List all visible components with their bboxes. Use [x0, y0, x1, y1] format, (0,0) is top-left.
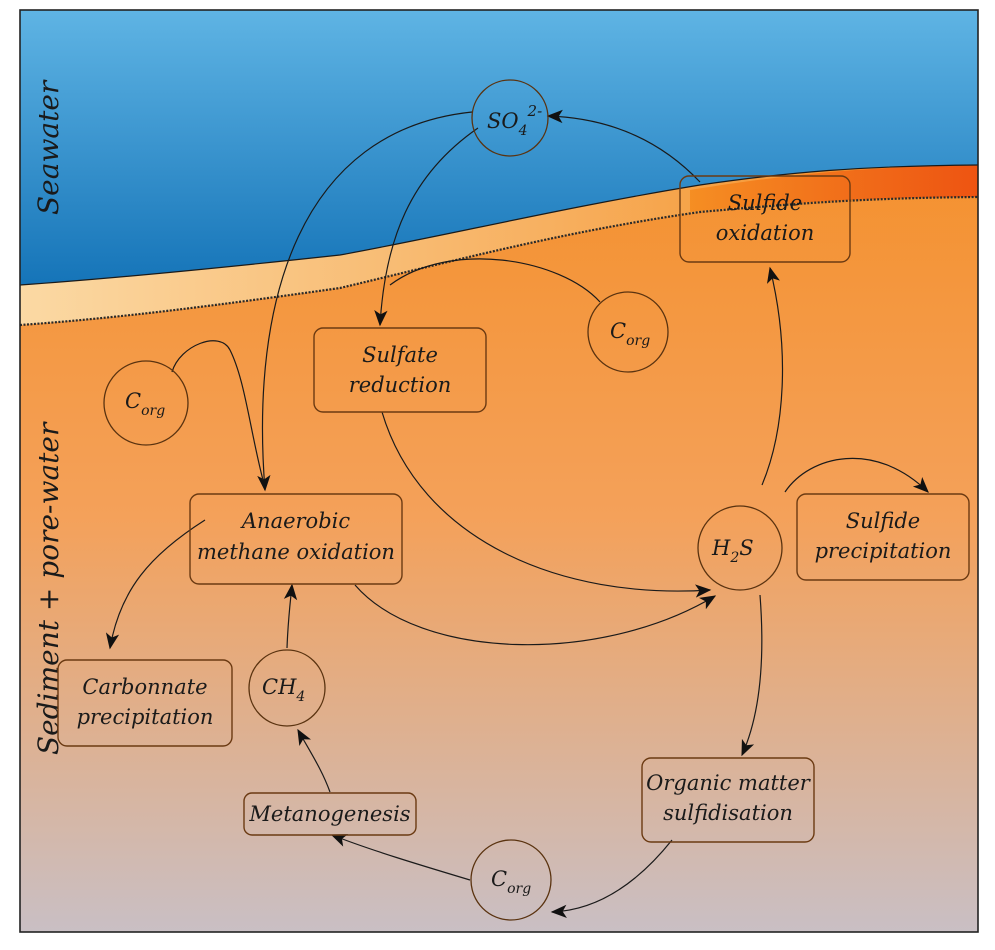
organic-matter-sulfidisation-box: Organic matter sulfidisation	[641, 757, 815, 843]
svg-text:precipitation: precipitation	[77, 705, 214, 729]
svg-text:Anaerobic: Anaerobic	[240, 509, 350, 533]
svg-text:methane oxidation: methane oxidation	[197, 540, 395, 564]
flow-arrows	[105, 109, 929, 919]
svg-text:reduction: reduction	[349, 373, 452, 397]
h2s-node: H2S	[697, 505, 783, 591]
arrow-h2s-to-sulfide-oxidation	[761, 266, 784, 486]
arrow-corg-right-to-sulfate-reduction	[389, 258, 601, 303]
sulfate-reduction-box: Sulfate reduction	[313, 327, 487, 413]
arrow-h2s-to-organic-sulfidisation	[741, 594, 763, 757]
svg-text:CH4: CH4	[262, 675, 305, 705]
sulfide-precipitation-box: Sulfide precipitation	[796, 493, 970, 581]
arrow-sulfate-reduction-to-h2s	[381, 411, 712, 598]
corg-node-upper-right: Corg	[587, 291, 669, 373]
metanogenesis-box: Metanogenesis	[243, 792, 417, 836]
svg-text:Corg: Corg	[125, 389, 165, 419]
corg-node-left: Corg	[103, 360, 189, 446]
svg-text:SO42-: SO42-	[487, 102, 542, 139]
arrow-anaerobic-oxidation-to-carbonate	[105, 519, 206, 650]
svg-text:Sulfide: Sulfide	[846, 509, 921, 533]
sediment-label: Sediment + pore-water	[32, 421, 65, 755]
sediment-boundary	[19, 195, 979, 327]
svg-text:precipitation: precipitation	[815, 539, 952, 563]
svg-text:Sulfate: Sulfate	[362, 343, 438, 367]
arrow-h2s-to-sulfide-precipitation	[784, 457, 929, 493]
sulfide-oxidation-box: Sulfide oxidation	[679, 175, 851, 263]
svg-text:Metanogenesis: Metanogenesis	[248, 802, 410, 826]
seawater-boundary	[19, 164, 979, 286]
arrow-ch4-to-anaerobic-oxidation	[283, 583, 298, 649]
arrow-so4-to-anaerobic-oxidation	[257, 111, 473, 492]
svg-text:Carbonnate: Carbonnate	[82, 675, 207, 699]
svg-text:H2S: H2S	[711, 536, 754, 566]
svg-text:sulfidisation: sulfidisation	[663, 801, 793, 825]
diagram-frame	[19, 9, 979, 933]
oxic-layer	[690, 165, 978, 212]
svg-text:oxidation: oxidation	[716, 221, 815, 245]
arrow-metanogenesis-to-ch4	[297, 728, 331, 793]
arrow-organic-sulfidisation-to-corg	[550, 839, 673, 919]
arrow-corg-to-metanogenesis	[330, 834, 471, 881]
svg-text:Corg: Corg	[610, 319, 650, 349]
svg-text:Sulfide: Sulfide	[728, 191, 803, 215]
svg-text:Organic matter: Organic matter	[646, 771, 812, 795]
anaerobic-methane-oxidation-box: Anaerobic methane oxidation	[189, 493, 403, 585]
svg-text:Corg: Corg	[491, 867, 531, 897]
background-layers	[19, 9, 979, 933]
arrow-anaerobic-oxidation-to-h2s	[354, 584, 717, 646]
carbonnate-precipitation-box: Carbonnate precipitation	[57, 659, 233, 747]
seawater-zone	[20, 10, 978, 285]
corg-node-bottom: Corg	[470, 839, 552, 921]
so4-node: SO42-	[471, 79, 549, 157]
arrow-sulfide-oxidation-to-so4	[546, 109, 701, 183]
seawater-label: Seawater	[32, 79, 65, 215]
ch4-node: CH4	[248, 649, 326, 727]
arrow-corg-left-to-anaerobic-oxidation	[171, 340, 264, 481]
arrow-so4-to-sulfate-reduction	[374, 127, 479, 327]
